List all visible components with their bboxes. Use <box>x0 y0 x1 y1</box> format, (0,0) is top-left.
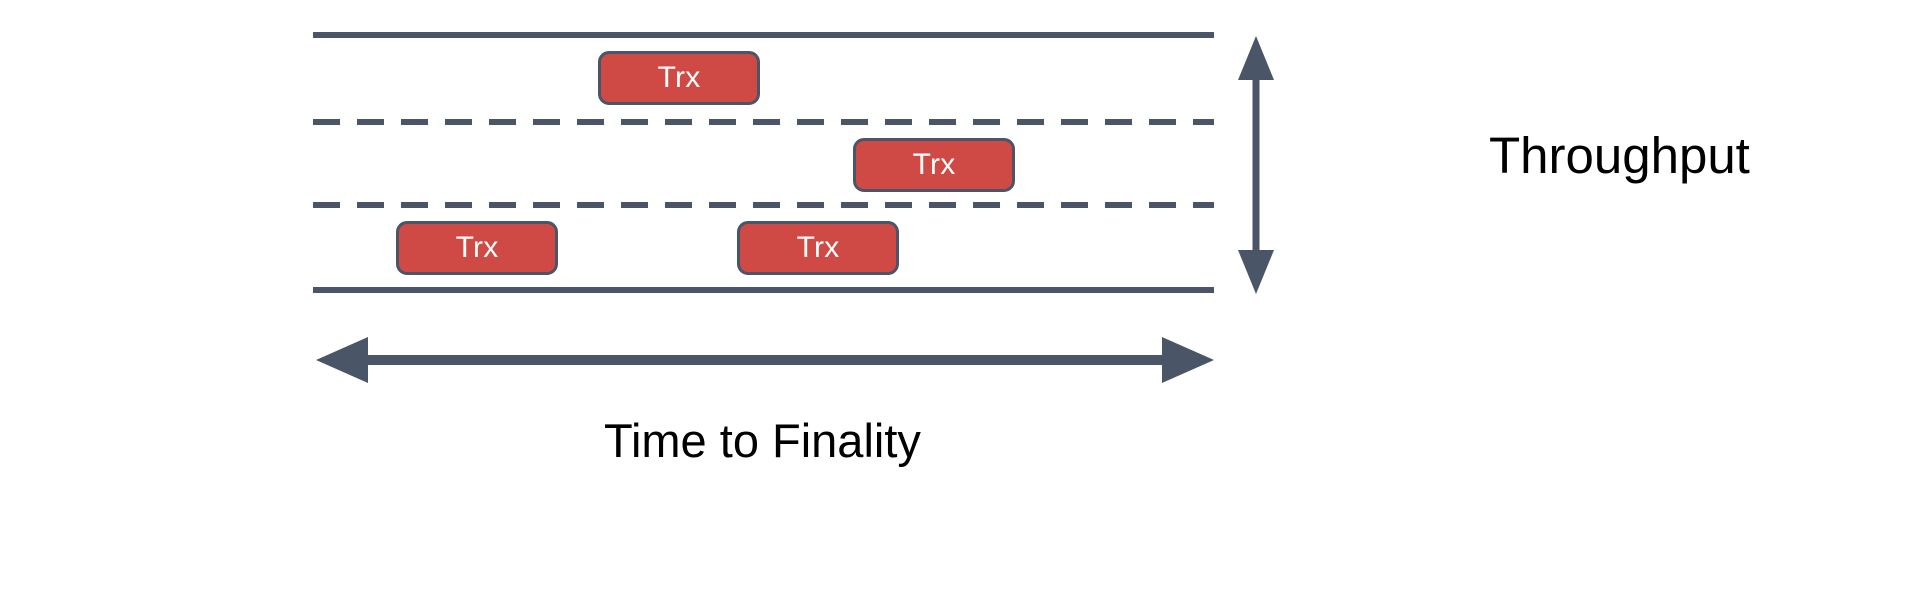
throughput-arrowhead-up <box>1238 36 1274 80</box>
transaction-block[interactable]: Trx <box>396 221 558 275</box>
time-to-finality-axis-label: Time to Finality <box>604 414 921 467</box>
transaction-block-label: Trx <box>657 61 701 94</box>
time-arrowhead-left <box>316 337 368 383</box>
throughput-arrowhead-down <box>1238 250 1274 294</box>
transaction-block-label: Trx <box>455 231 499 264</box>
transaction-block[interactable]: Trx <box>598 51 760 105</box>
transaction-block-label: Trx <box>796 231 840 264</box>
transaction-block[interactable]: Trx <box>853 138 1015 192</box>
transaction-block-label: Trx <box>912 148 956 181</box>
transaction-block[interactable]: Trx <box>737 221 899 275</box>
time-arrowhead-right <box>1162 337 1214 383</box>
time-to-finality-double-arrow <box>316 337 1214 383</box>
throughput-axis-label: Throughput <box>1489 127 1750 184</box>
throughput-double-arrow <box>1238 36 1274 294</box>
